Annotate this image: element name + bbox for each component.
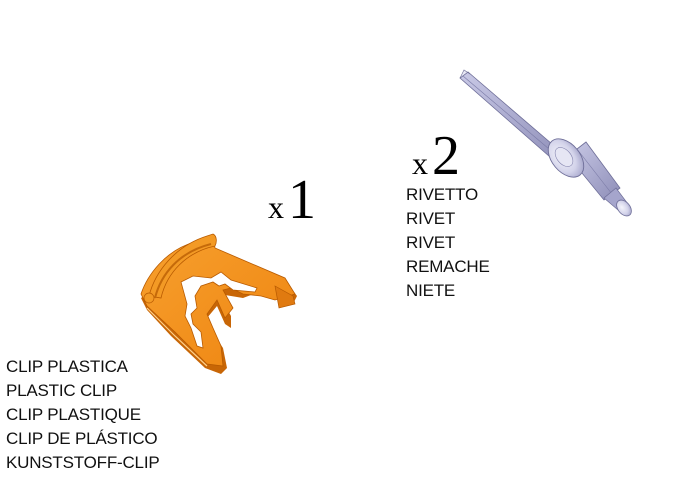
clip-quantity: x 1 <box>268 172 316 228</box>
clip-quantity-prefix: x <box>268 189 284 225</box>
plastic-clip-icon <box>140 233 297 374</box>
rivet-icon <box>459 69 632 217</box>
clip-name-it: CLIP PLASTICA <box>6 357 128 376</box>
rivet-name-de: NIETE <box>406 281 456 300</box>
rivet-name-en: RIVET <box>406 209 456 228</box>
rivet-quantity-prefix: x <box>412 145 428 181</box>
clip-quantity-value: 1 <box>288 169 316 231</box>
rivet-name-fr: RIVET <box>406 233 456 252</box>
rivet-name-es: REMACHE <box>406 257 490 276</box>
rivet-name-it: RIVETTO <box>406 185 478 204</box>
rivet-quantity: x 2 <box>412 128 460 184</box>
clip-name-fr: CLIP PLASTIQUE <box>6 405 141 424</box>
clip-name-de: KUNSTSTOFF-CLIP <box>6 453 160 472</box>
clip-name-es: CLIP DE PLÁSTICO <box>6 429 158 448</box>
clip-name-en: PLASTIC CLIP <box>6 381 117 400</box>
clip-names: CLIP PLASTICA PLASTIC CLIP CLIP PLASTIQU… <box>6 355 160 475</box>
rivet-names: RIVETTO RIVET RIVET REMACHE NIETE <box>406 183 490 303</box>
rivet-quantity-value: 2 <box>432 125 460 187</box>
